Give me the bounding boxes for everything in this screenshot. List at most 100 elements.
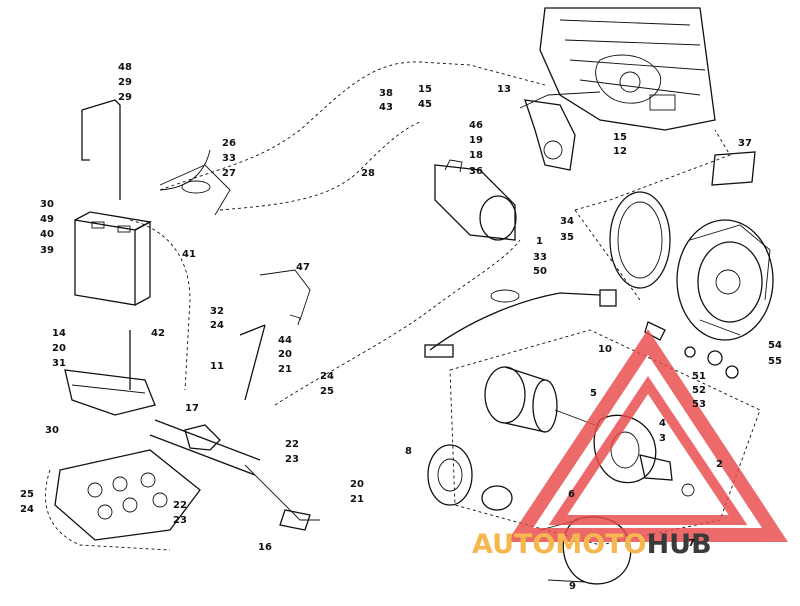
ring-gear (609, 191, 671, 289)
switch-connector (279, 509, 311, 531)
callout-label: 14 (52, 328, 66, 339)
callout-label: 33 (222, 153, 236, 164)
callout-label: 15 (613, 132, 627, 143)
callout-label: 20 (52, 343, 66, 354)
callout-label: 21 (278, 364, 292, 375)
callout-label: 41 (182, 249, 196, 260)
harness-connector (599, 289, 617, 307)
watermark-text-suffix: HUB (647, 529, 712, 560)
callout-label: 32 (210, 306, 224, 317)
callout-label: 29 (118, 77, 132, 88)
callout-label: 39 (40, 245, 54, 256)
callout-label: 44 (278, 335, 292, 346)
watermark-triangle-inner (548, 375, 748, 525)
plug-connector (424, 344, 454, 358)
callout-label: 16 (258, 542, 272, 553)
relay-bracket (259, 269, 311, 326)
callout-label: 4 (659, 418, 666, 429)
battery (74, 211, 152, 306)
callout-label: 23 (285, 454, 299, 465)
callout-label: 54 (768, 340, 782, 351)
cover-outline (159, 149, 231, 216)
callout-label: 49 (40, 214, 54, 225)
callout-label: 20 (278, 349, 292, 360)
engine-block (539, 7, 716, 131)
callout-label: 55 (768, 356, 782, 367)
mounting-plate (54, 449, 201, 541)
callout-label: 12 (613, 146, 627, 157)
callout-label: 43 (379, 102, 393, 113)
callout-label: 38 (379, 88, 393, 99)
callout-label: 24 (210, 320, 224, 331)
callout-label: 9 (569, 581, 576, 592)
drive-pinion (639, 454, 695, 497)
callout-label: 53 (692, 399, 706, 410)
callout-label: 33 (533, 252, 547, 263)
ground-cable-route (129, 219, 191, 391)
clamp-ring-b (490, 289, 520, 303)
callout-label: 30 (45, 425, 59, 436)
callout-label: 37 (738, 138, 752, 149)
callout-label: 7 (688, 538, 695, 549)
watermark-text-brand: AUTOMOTO (472, 529, 647, 560)
callout-label: 5 (590, 388, 597, 399)
callout-label: 24 (320, 371, 334, 382)
wire-harness (429, 292, 601, 351)
harness-route (274, 239, 521, 406)
callout-label: 52 (692, 385, 706, 396)
nut (725, 365, 739, 379)
callout-label: 18 (469, 150, 483, 161)
callout-label: 23 (173, 515, 187, 526)
callout-label: 29 (118, 92, 132, 103)
callout-label: 42 (151, 328, 165, 339)
callout-label: 50 (533, 266, 547, 277)
callout-label: 13 (497, 84, 511, 95)
callout-label: 22 (173, 500, 187, 511)
flywheel (676, 219, 774, 341)
callout-label: 26 (222, 138, 236, 149)
mounting-bracket (519, 91, 601, 171)
callout-label: 19 (469, 135, 483, 146)
callout-label: 8 (405, 446, 412, 457)
ring-gear-outline (574, 129, 731, 301)
sensor (644, 321, 666, 341)
callout-label: 22 (285, 439, 299, 450)
decal-37 (711, 151, 756, 186)
clamp-ring (181, 180, 211, 194)
callout-label: 36 (469, 166, 483, 177)
callout-label: 17 (185, 403, 199, 414)
callout-label: 35 (560, 232, 574, 243)
callout-label: 11 (210, 361, 224, 372)
armature (484, 366, 596, 433)
callout-label: 51 (692, 371, 706, 382)
callout-label: 10 (598, 344, 612, 355)
washer (684, 346, 696, 358)
callout-label: 15 (418, 84, 432, 95)
starter-cable-route (219, 121, 421, 211)
positive-cable-route (159, 61, 546, 191)
end-cap (427, 444, 473, 506)
svg-text:AUTOMOTOHUB: AUTOMOTOHUB (472, 529, 712, 560)
ground-bracket (149, 419, 320, 521)
battery-tray (64, 369, 156, 416)
callout-label: 46 (469, 120, 483, 131)
watermark-triangle-outer (506, 329, 788, 542)
callout-label: 20 (350, 479, 364, 490)
battery-strap (81, 99, 121, 200)
callout-label: 1 (536, 236, 543, 247)
callout-label: 3 (659, 433, 666, 444)
brush-holder (481, 485, 513, 511)
callout-label: 25 (20, 489, 34, 500)
callout-label: 34 (560, 216, 574, 227)
callout-label: 21 (350, 494, 364, 505)
starter-solenoid (434, 159, 517, 241)
callout-label: 27 (222, 168, 236, 179)
callout-label: 25 (320, 386, 334, 397)
callout-label: 24 (20, 504, 34, 515)
callout-label: 30 (40, 199, 54, 210)
callout-label: 45 (418, 99, 432, 110)
callout-label: 31 (52, 358, 66, 369)
